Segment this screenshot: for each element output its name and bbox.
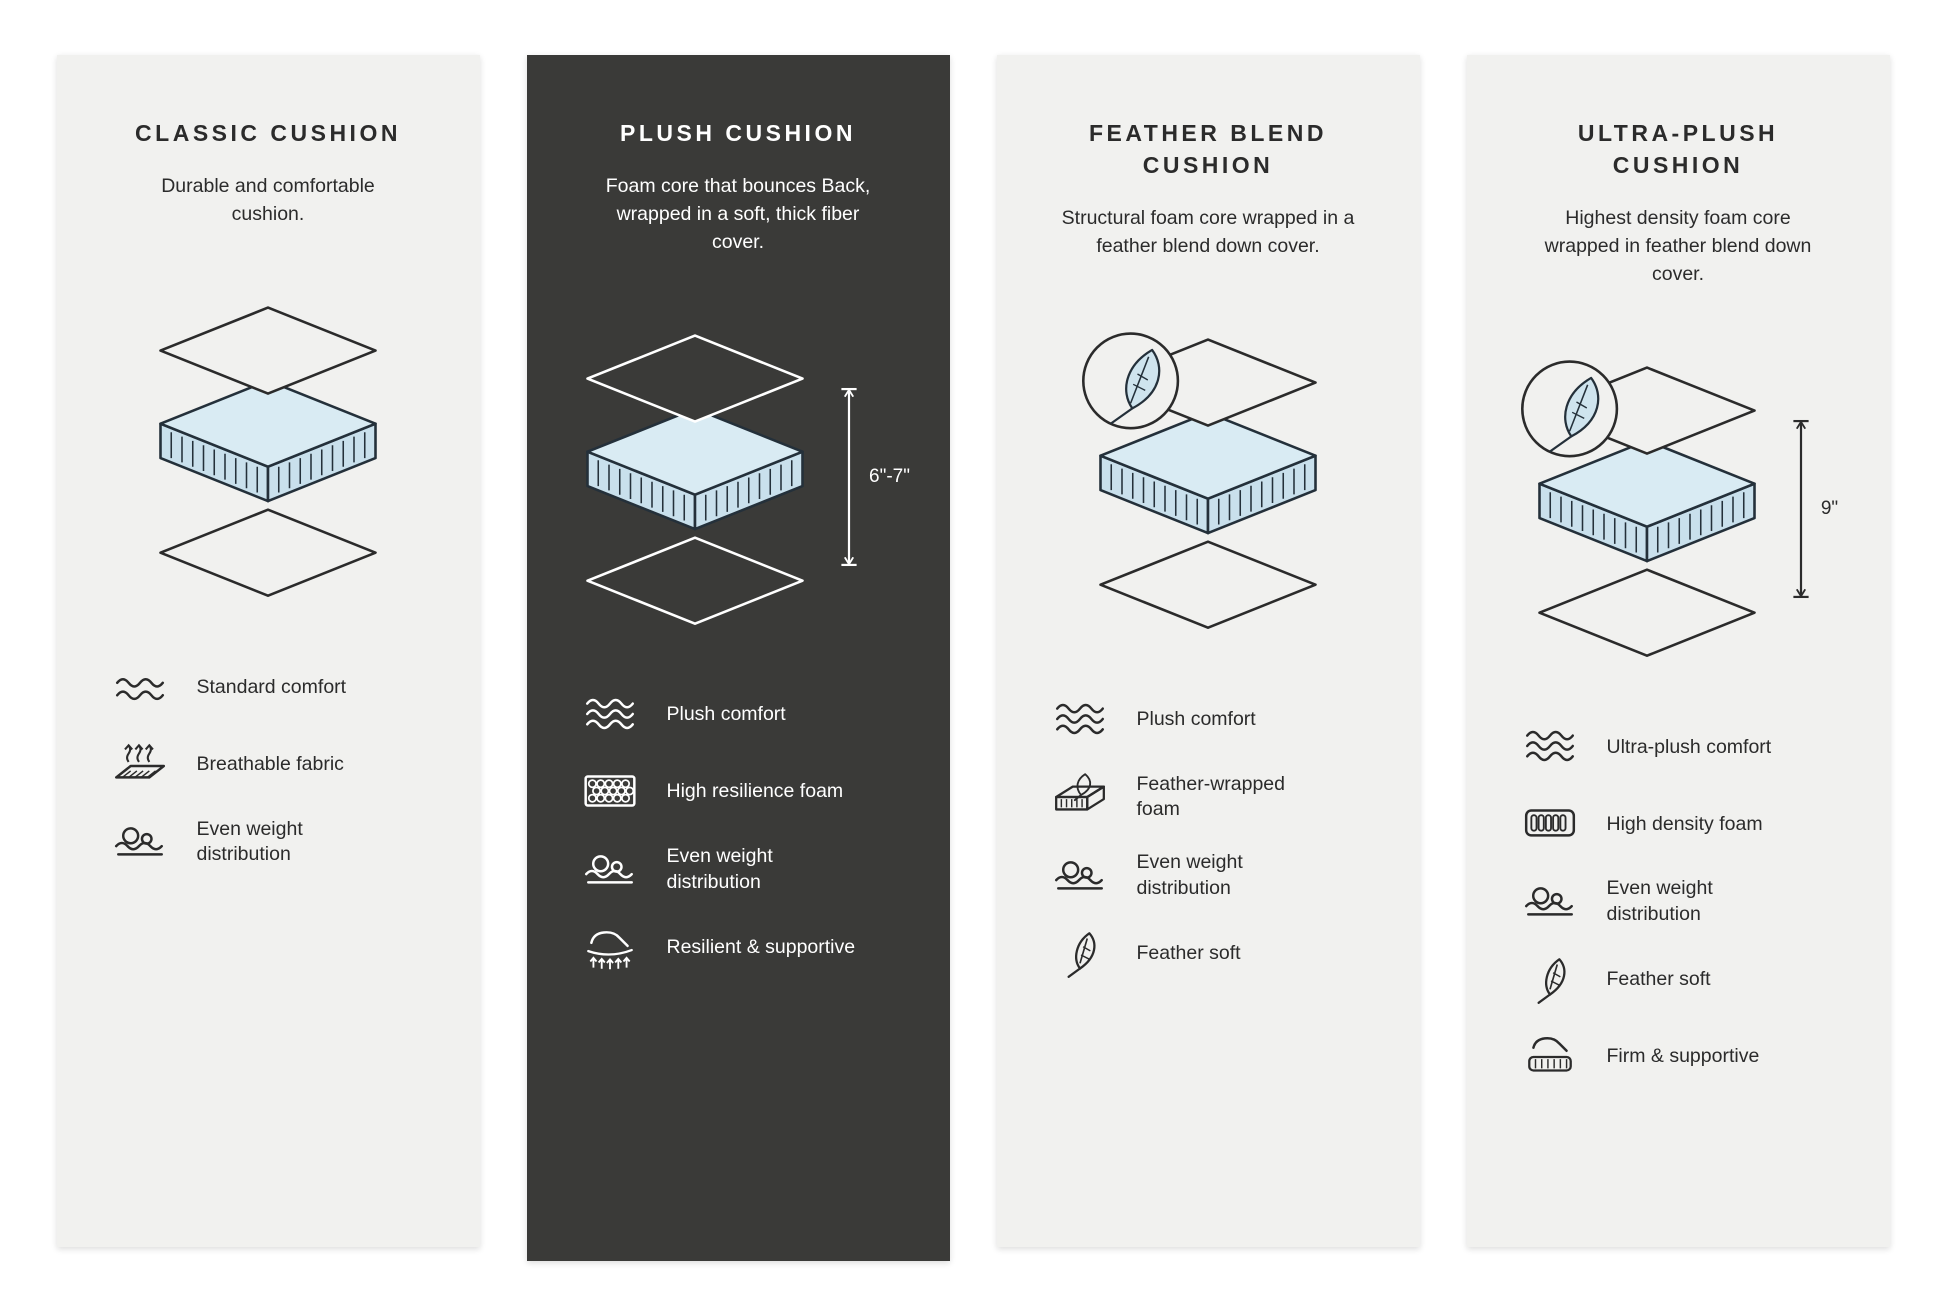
feature-label: Resilient & supportive [666, 935, 856, 958]
cushion-diagram [97, 285, 440, 615]
feather-icon [1521, 955, 1579, 1005]
card-title: ULTRA-PLUSH CUSHION [1577, 120, 1779, 179]
card-description: Highest density foam core wrapped in fea… [1544, 207, 1812, 285]
feather-icon [1051, 929, 1109, 979]
cushion-layers-illustration [139, 299, 397, 600]
height-measurement-label: 9" [1820, 498, 1839, 520]
card-title: CLASSIC CUSHION [135, 120, 401, 146]
feature-feather-soft: Feather soft [1521, 955, 1850, 1005]
height-measurement-label: 6"-7" [869, 466, 910, 488]
feature-label: Breathable fabric [196, 752, 344, 775]
high-density-foam-icon [1521, 799, 1579, 849]
even-weight-distribution-icon [1051, 851, 1109, 901]
cushion-diagram: 9" [1507, 344, 1850, 674]
even-weight-distribution-icon [581, 845, 639, 895]
comfort-waves-icon [111, 663, 169, 713]
feature-label: Plush comfort [666, 703, 786, 726]
feature-high-resilience-foam: High resilience foam [581, 767, 910, 817]
resilient-supportive-icon [581, 923, 639, 973]
cushion-layers-illustration [1518, 359, 1776, 660]
feature-feather-soft: Feather soft [1051, 929, 1380, 979]
feature-label: Ultra-plush comfort [1606, 735, 1772, 758]
feather-wrapped-foam-icon [1051, 772, 1109, 822]
feather-badge-icon [1083, 334, 1178, 429]
feature-standard-comfort: Standard comfort [111, 663, 440, 713]
card-classic-cushion: CLASSIC CUSHION Durable and comfortable … [56, 55, 480, 1247]
feather-badge-icon [1522, 362, 1617, 457]
height-measurement: 6"-7" [838, 384, 910, 570]
cushion-diagram [1037, 317, 1380, 647]
high-resilience-foam-icon [581, 767, 639, 817]
even-weight-distribution-icon [1521, 877, 1579, 927]
feature-list: Plush comfort High resilience foam Even … [567, 690, 910, 972]
feature-even-weight: Even weight distribution [581, 844, 910, 895]
feature-plush-comfort: Plush comfort [581, 690, 910, 740]
feature-list: Standard comfort Breathable fabric Even … [97, 663, 440, 868]
height-measure-line [1790, 416, 1812, 602]
cushion-layers-illustration [566, 327, 824, 628]
height-measurement: 9" [1790, 416, 1838, 602]
feature-list: Plush comfort Feather-wrapped foam Even … [1037, 695, 1380, 979]
firm-supportive-icon [1521, 1032, 1579, 1082]
feature-high-density-foam: High density foam [1521, 799, 1850, 849]
feature-label: Standard comfort [196, 675, 347, 698]
card-description: Foam core that bounces Back, wrapped in … [605, 175, 871, 253]
feature-list: Ultra-plush comfort High density foam Ev… [1507, 722, 1850, 1081]
comfort-waves-icon [581, 690, 639, 740]
feature-ultra-plush-comfort: Ultra-plush comfort [1521, 722, 1850, 772]
card-description: Durable and comfortable cushion. [161, 175, 375, 225]
feature-label: Plush comfort [1136, 707, 1256, 730]
feature-label: Feather-wrapped foam [1136, 772, 1286, 821]
feature-label: Feather soft [1606, 968, 1711, 991]
feature-label: High resilience foam [666, 780, 844, 803]
height-measure-line [838, 384, 860, 570]
card-plush-cushion: PLUSH CUSHION Foam core that bounces Bac… [526, 55, 950, 1261]
feature-label: Even weight distribution [1606, 877, 1713, 926]
feature-even-weight: Even weight distribution [1051, 850, 1380, 901]
even-weight-distribution-icon [111, 817, 169, 867]
feature-label: Even weight distribution [666, 845, 773, 893]
card-ultra-plush-cushion: ULTRA-PLUSH CUSHION Highest density foam… [1466, 55, 1890, 1247]
feature-plush-comfort: Plush comfort [1051, 695, 1380, 745]
comfort-waves-icon [1521, 722, 1579, 772]
cushion-comparison-board: CLASSIC CUSHION Durable and comfortable … [56, 55, 1890, 1261]
feature-firm-supportive: Firm & supportive [1521, 1032, 1850, 1082]
feature-label: High density foam [1606, 812, 1763, 835]
feature-feather-wrapped-foam: Feather-wrapped foam [1051, 772, 1380, 823]
feature-label: Even weight distribution [196, 817, 303, 866]
feature-breathable-fabric: Breathable fabric [111, 740, 440, 790]
breathable-fabric-icon [111, 740, 169, 790]
card-feather-blend-cushion: FEATHER BLEND CUSHION Structural foam co… [996, 55, 1420, 1247]
feature-even-weight: Even weight distribution [111, 817, 440, 868]
cushion-diagram: 6"-7" [567, 312, 910, 642]
feature-resilient-supportive: Resilient & supportive [581, 923, 910, 973]
comfort-waves-icon [1051, 695, 1109, 745]
feature-label: Feather soft [1136, 941, 1241, 964]
card-description: Structural foam core wrapped in a feathe… [1061, 207, 1355, 258]
feature-label: Even weight distribution [1136, 851, 1243, 899]
feature-even-weight: Even weight distribution [1521, 876, 1850, 927]
cushion-layers-illustration [1079, 331, 1337, 632]
card-title: PLUSH CUSHION [620, 120, 856, 146]
feature-label: Firm & supportive [1606, 1045, 1760, 1068]
card-title: FEATHER BLEND CUSHION [1088, 120, 1327, 179]
